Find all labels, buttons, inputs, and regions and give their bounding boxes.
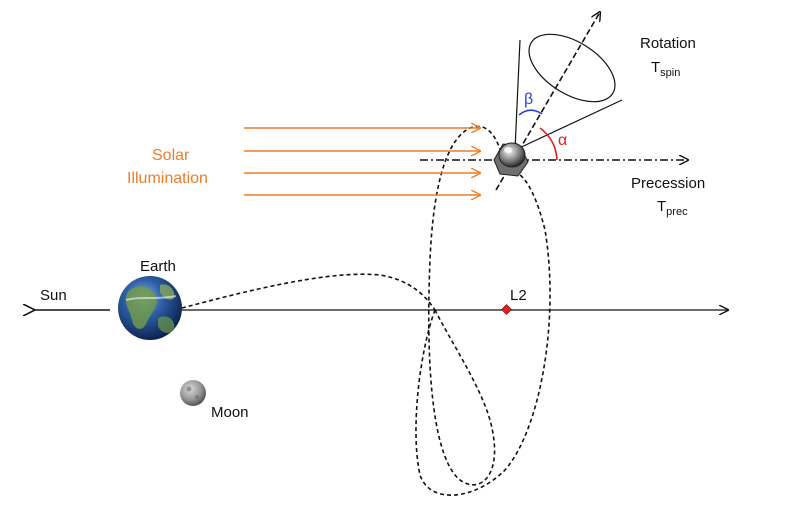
earth-label: Earth [140, 258, 176, 275]
precession-label: Precession [631, 175, 705, 192]
rotation-cone [514, 33, 623, 151]
solar-label-line2: Illumination [127, 170, 208, 187]
l2-label: L2 [510, 287, 527, 304]
moon-icon [180, 380, 206, 406]
moon-label: Moon [211, 404, 249, 421]
t-prec-label: Tprec [657, 198, 688, 218]
cone-edge-left [514, 39, 521, 151]
halo-orbit-loop-2 [415, 169, 551, 496]
solar-illumination-arrows [244, 128, 480, 195]
earth-icon [118, 276, 182, 340]
solar-label-line1: Solar [152, 147, 190, 164]
t-spin-label: Tspin [651, 59, 680, 79]
halo-orbit-loop-1 [427, 125, 507, 486]
t-spin-main: T [651, 59, 660, 76]
l2-marker [501, 304, 512, 315]
alpha-label: α [558, 132, 567, 149]
beta-label: β [524, 91, 533, 108]
alpha-angle-arc [539, 127, 558, 161]
cone-rim [528, 33, 616, 103]
t-prec-subscript: prec [666, 206, 688, 218]
spin-axis-arrow [495, 12, 600, 191]
beta-angle-arc [518, 109, 543, 116]
cone-edge-right [514, 99, 623, 151]
t-prec-main: T [657, 198, 666, 215]
rotation-label: Rotation [640, 35, 696, 52]
transfer-trajectory [181, 273, 436, 311]
sun-label: Sun [40, 287, 67, 304]
spacecraft-icon [493, 142, 529, 177]
t-spin-subscript: spin [660, 67, 680, 79]
